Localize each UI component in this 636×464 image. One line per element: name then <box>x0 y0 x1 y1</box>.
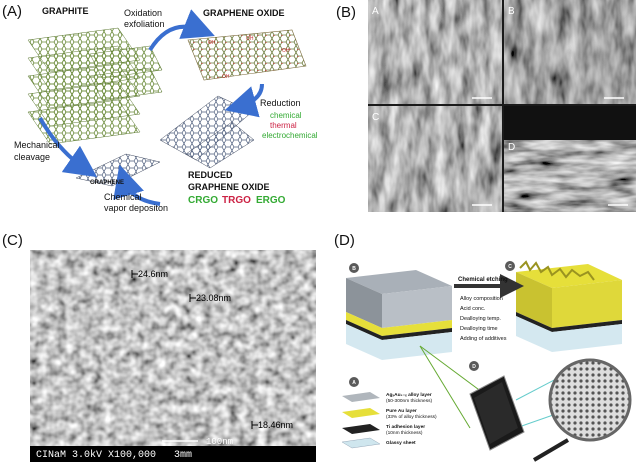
graphene-label: GRAPHENE <box>90 180 124 186</box>
layer-1-title: AgₓAu₁₋ₓ alloy layer <box>386 392 432 398</box>
layer-4-title: Glassy sheet <box>386 440 416 446</box>
electrochemical-label: electrochemical <box>262 131 318 140</box>
graphene-oxide-sheet: OH OH OH OH <box>188 30 306 80</box>
svg-text:OH: OH <box>208 40 216 46</box>
panel-a-label: (A) <box>2 3 22 20</box>
exfoliation-label: exfoliation <box>124 19 165 29</box>
electrode-d <box>470 376 524 450</box>
factor-1: Alloy composition <box>460 296 503 302</box>
rgo-label-2: GRAPHENE OXIDE <box>188 182 270 192</box>
magnifier-icon <box>534 360 630 460</box>
measure-1: 24.6nm <box>138 269 168 279</box>
factor-2: Acid conc. <box>460 306 486 312</box>
measure-3: 18.46nm <box>258 420 293 430</box>
sem-sub-a: A <box>372 6 379 17</box>
layer-3-title: Ti adhesion layer <box>386 424 425 430</box>
layer-stack <box>342 392 380 448</box>
svg-text:D: D <box>472 364 476 370</box>
layer-3-sub: (10nm thickness) <box>386 430 423 436</box>
svg-text:OH: OH <box>282 48 290 54</box>
block-c <box>516 262 622 352</box>
layer-2-title: Pure Au layer <box>386 408 417 414</box>
factor-5: Adding of additives <box>460 336 507 342</box>
mechanical-label: Mechanical <box>14 140 60 150</box>
sem-sub-c: C <box>372 112 379 123</box>
sem-image-d <box>504 140 636 212</box>
thermal-label: thermal <box>270 121 297 130</box>
sem-image-c <box>368 106 502 212</box>
rgo-label-1: REDUCED <box>188 170 233 180</box>
cvd-label-2: vapor depositon <box>104 203 168 213</box>
scale-label: 100nm <box>206 437 233 447</box>
sem-footer: CINaM 3.0kV X100,000 3mm <box>36 449 192 461</box>
panel-a-figure: OH OH OH OH (A) GRAPHITE Oxidation exfol… <box>0 0 318 220</box>
layer-2-sub: (33% of alloy thickness) <box>386 414 437 420</box>
graphene-oxide-label: GRAPHENE OXIDE <box>203 8 285 18</box>
chemical-label: chemical <box>270 111 302 120</box>
factor-3: Dealloying temp. <box>460 316 501 322</box>
panel-b: (B) A B C D <box>336 0 636 220</box>
svg-text:OH: OH <box>222 74 230 80</box>
svg-text:C: C <box>508 264 512 270</box>
reduced-graphene-oxide-sheet <box>160 96 254 168</box>
sem-image-a <box>368 0 502 104</box>
crgo-label: CRGO <box>188 195 218 206</box>
block-b <box>346 270 452 360</box>
etching-factors: Alloy composition Acid conc. Dealloying … <box>460 296 507 342</box>
panel-d: (D) <box>320 228 636 464</box>
etching-label: Chemical etching <box>458 277 508 283</box>
svg-text:B: B <box>352 266 356 272</box>
trgo-label: TRGO <box>222 195 251 206</box>
svg-text:OH: OH <box>246 36 254 42</box>
layer-1-sub: (50-300nm thickness) <box>386 398 433 404</box>
graphite-label: GRAPHITE <box>42 6 89 16</box>
sem-image-b <box>504 0 636 104</box>
measure-2: 23.08nm <box>196 293 231 303</box>
cvd-label-1: Chemical <box>104 192 142 202</box>
oxidation-label: Oxidation <box>124 8 162 18</box>
factor-4: Dealloying time <box>460 326 498 332</box>
sem-images-b: A B C D <box>368 0 636 212</box>
cleavage-label: cleavage <box>14 152 50 162</box>
reduction-label: Reduction <box>260 98 301 108</box>
ergo-label: ERGO <box>256 195 286 206</box>
panel-c: (C) 24.6nm 23.08nm 18.46nm 100nm CINaM 3… <box>0 228 318 464</box>
reduction-arrow <box>240 84 262 106</box>
sem-sub-d: D <box>508 142 515 153</box>
sem-image-c-panel: 24.6nm 23.08nm 18.46nm 100nm CINaM 3.0kV… <box>30 250 316 462</box>
panel-c-label: (C) <box>2 232 23 249</box>
panel-b-label: (B) <box>336 4 356 21</box>
graphite-stack <box>28 28 162 144</box>
panel-a: OH OH OH OH (A) GRAPHITE Oxidation exfol… <box>0 0 318 220</box>
dealloying-diagram: Chemical etching Alloy composition Acid … <box>320 228 636 464</box>
svg-text:A: A <box>352 380 356 386</box>
sem-sub-b: B <box>508 6 515 17</box>
